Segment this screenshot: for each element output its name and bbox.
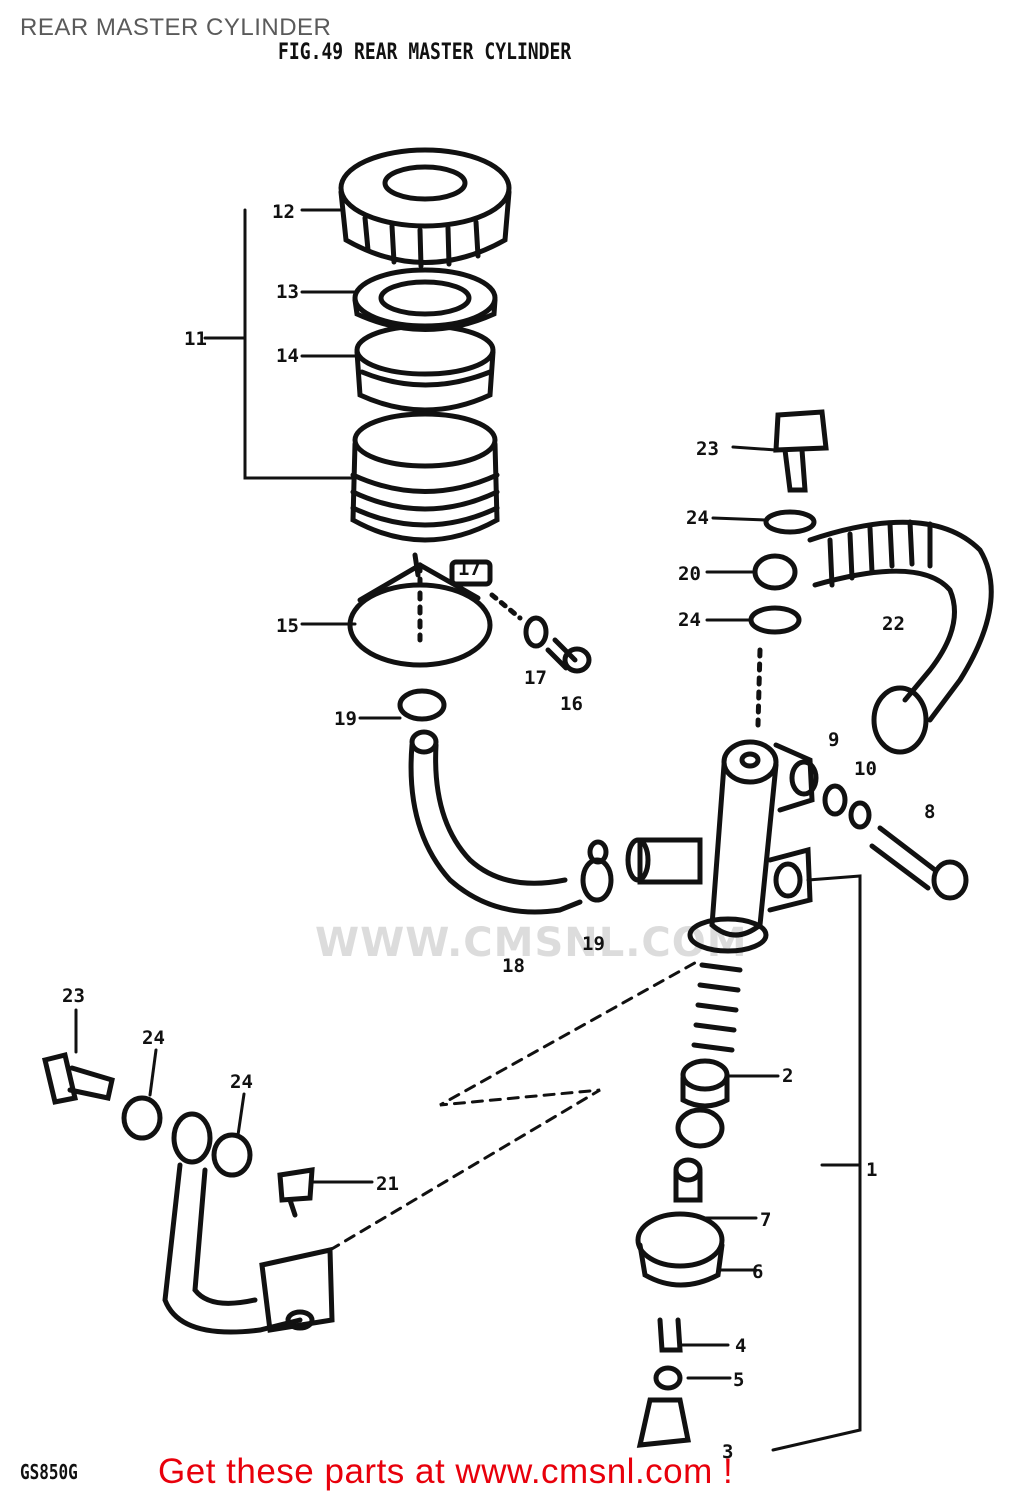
diaphragm-part[interactable]: [354, 323, 496, 413]
piston-assembly-part[interactable]: [635, 962, 743, 1448]
watermark: WWW.CMSNL.COM: [315, 920, 748, 966]
callout-9-top: 9: [828, 729, 839, 751]
callout-7: 7: [760, 1209, 771, 1231]
model-code: GS850G: [20, 1460, 78, 1484]
bracket-bolt-part[interactable]: [489, 592, 592, 674]
reservoir-hose-part[interactable]: [397, 688, 614, 915]
callout-24-lower: 24: [678, 609, 701, 631]
callout-23-top: 23: [696, 438, 719, 460]
callout-labels: 12 13 11 14 15 17 17 16 19 19 18 23 24 2…: [62, 201, 935, 1463]
get-parts-link[interactable]: Get these parts at www.cmsnl.com !: [158, 1452, 734, 1491]
master-cylinder-body-part[interactable]: [625, 647, 819, 954]
reservoir-body-part[interactable]: [350, 411, 500, 578]
callout-23-bottom: 23: [62, 985, 85, 1007]
callout-2: 2: [782, 1065, 793, 1087]
upper-banjo-assembly-part[interactable]: [748, 409, 829, 635]
callout-15: 15: [276, 615, 299, 637]
lower-hose-assembly-part[interactable]: [41, 1051, 335, 1335]
callout-12: 12: [272, 201, 295, 223]
reservoir-cap-part[interactable]: [338, 147, 512, 269]
brake-hose-upper-part[interactable]: [807, 519, 994, 755]
leader-lines: [74, 208, 862, 1452]
diaphragm-plate-part[interactable]: [352, 267, 498, 332]
callout-24-bottom-a: 24: [142, 1027, 165, 1049]
union-bolt-part[interactable]: [822, 783, 969, 901]
callout-17-top: 17: [458, 558, 481, 580]
callout-19-bottom: 19: [582, 933, 605, 955]
callout-8: 8: [924, 801, 935, 823]
callout-17: 17: [524, 667, 547, 689]
callout-19-top: 19: [334, 708, 357, 730]
callout-24-bottom-b: 24: [230, 1071, 253, 1093]
callout-18: 18: [502, 955, 525, 977]
callout-14: 14: [276, 345, 299, 367]
callout-6: 6: [752, 1261, 763, 1283]
callout-24-upper: 24: [686, 507, 709, 529]
callout-4: 4: [735, 1335, 746, 1357]
callout-13: 13: [276, 281, 299, 303]
callout-3: 3: [722, 1441, 733, 1463]
callout-20: 20: [678, 563, 701, 585]
callout-16: 16: [560, 693, 583, 715]
page-title: REAR MASTER CYLINDER: [20, 14, 332, 41]
callout-5: 5: [733, 1369, 744, 1391]
callout-10: 10: [854, 758, 877, 780]
callout-11: 11: [184, 328, 207, 350]
callout-1: 1: [866, 1159, 877, 1181]
callout-21: 21: [376, 1173, 399, 1195]
callout-22: 22: [882, 613, 905, 635]
figure-title: FIG.49 REAR MASTER CYLINDER: [278, 40, 572, 65]
